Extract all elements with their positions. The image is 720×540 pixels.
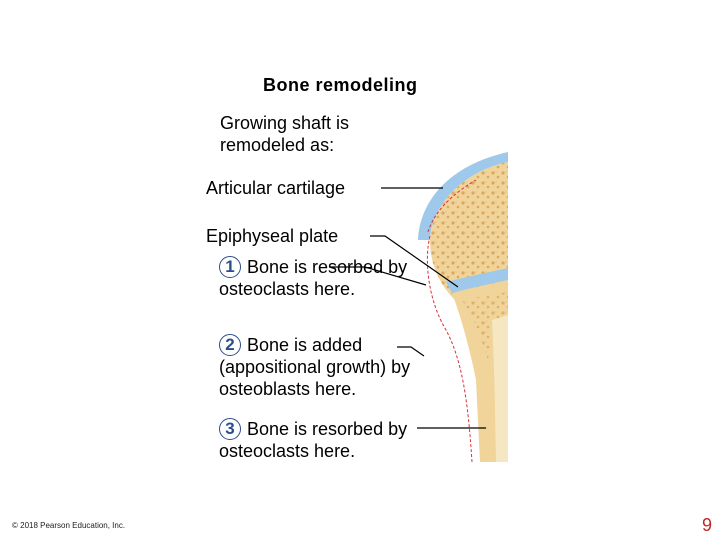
epiphysis-shape: [430, 162, 508, 300]
resorption-outline: [426, 235, 473, 462]
label-articular-cartilage: Articular cartilage: [206, 178, 346, 198]
step-1-text: Bone is resorbed by osteoclasts here.: [219, 257, 408, 299]
articular-cartilage-shape: [418, 152, 508, 240]
page-number: 9: [702, 515, 713, 535]
step-2-text: Bone is added (appositional growth) by o…: [219, 335, 411, 399]
epiphyseal-plate-shape: [446, 268, 508, 293]
intro-text: Growing shaft is remodeled as:: [220, 113, 350, 155]
leader-step-2: [397, 346, 425, 357]
leader-epiphyseal-plate: [370, 235, 459, 288]
leader-step-1: [329, 266, 427, 286]
diagram-title: Bone remodeling: [263, 75, 418, 95]
medullary-cavity-shape: [492, 315, 508, 462]
copyright-notice: © 2018 Pearson Education, Inc.: [12, 521, 126, 530]
step-3-text: Bone is resorbed by osteoclasts here.: [219, 419, 408, 461]
label-epiphyseal-plate: Epiphyseal plate: [206, 226, 339, 246]
